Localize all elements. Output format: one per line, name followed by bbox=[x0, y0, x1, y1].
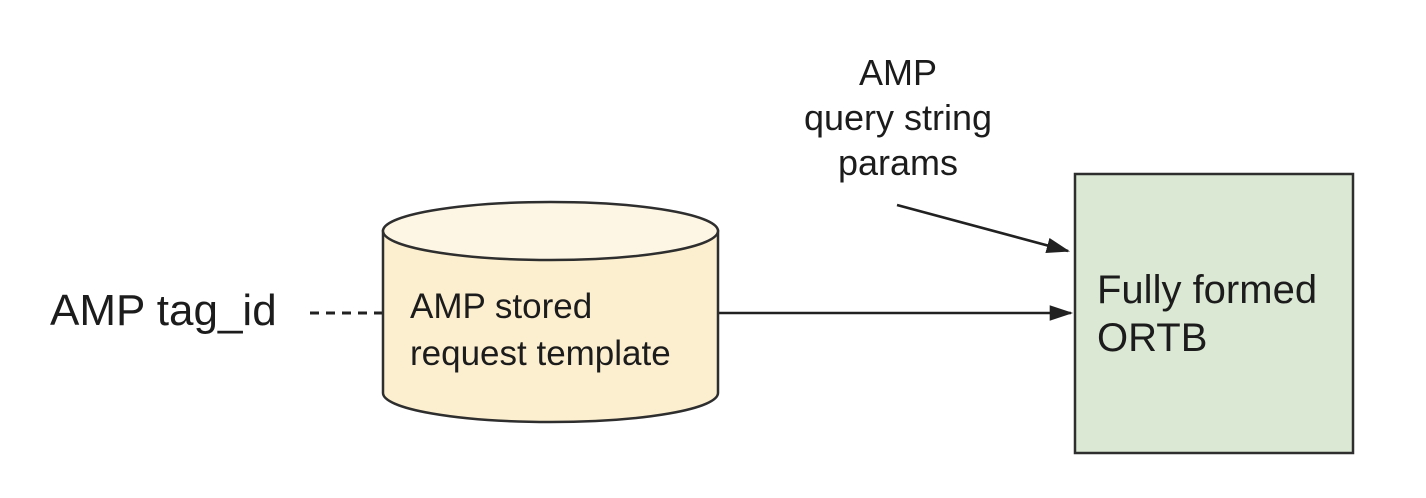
ortb-line-1: Fully formed bbox=[1097, 268, 1318, 312]
query-params-line-1: AMP bbox=[858, 52, 937, 93]
stored-request-line-1: AMP stored bbox=[410, 287, 593, 326]
query-params-line-3: params bbox=[837, 142, 959, 183]
stored-request-line-2: request template bbox=[410, 334, 671, 373]
query-params-label: AMP query string params bbox=[770, 50, 1026, 185]
ortb-line-2: ORTB bbox=[1097, 316, 1208, 360]
ortb-label: Fully formed ORTB bbox=[1097, 266, 1317, 362]
stored-request-cylinder-body bbox=[381, 229, 720, 424]
ortb-box bbox=[1073, 172, 1355, 455]
stored-request-label: AMP stored request template bbox=[410, 283, 671, 377]
stored-request-cylinder-top bbox=[381, 200, 720, 262]
connector-queryparams-to-ortb-arrow bbox=[896, 203, 1071, 253]
tag-id-label: AMP tag_id bbox=[50, 289, 277, 333]
tag-id-label-text: AMP tag_id bbox=[50, 286, 277, 335]
query-params-line-2: query string bbox=[803, 97, 993, 138]
